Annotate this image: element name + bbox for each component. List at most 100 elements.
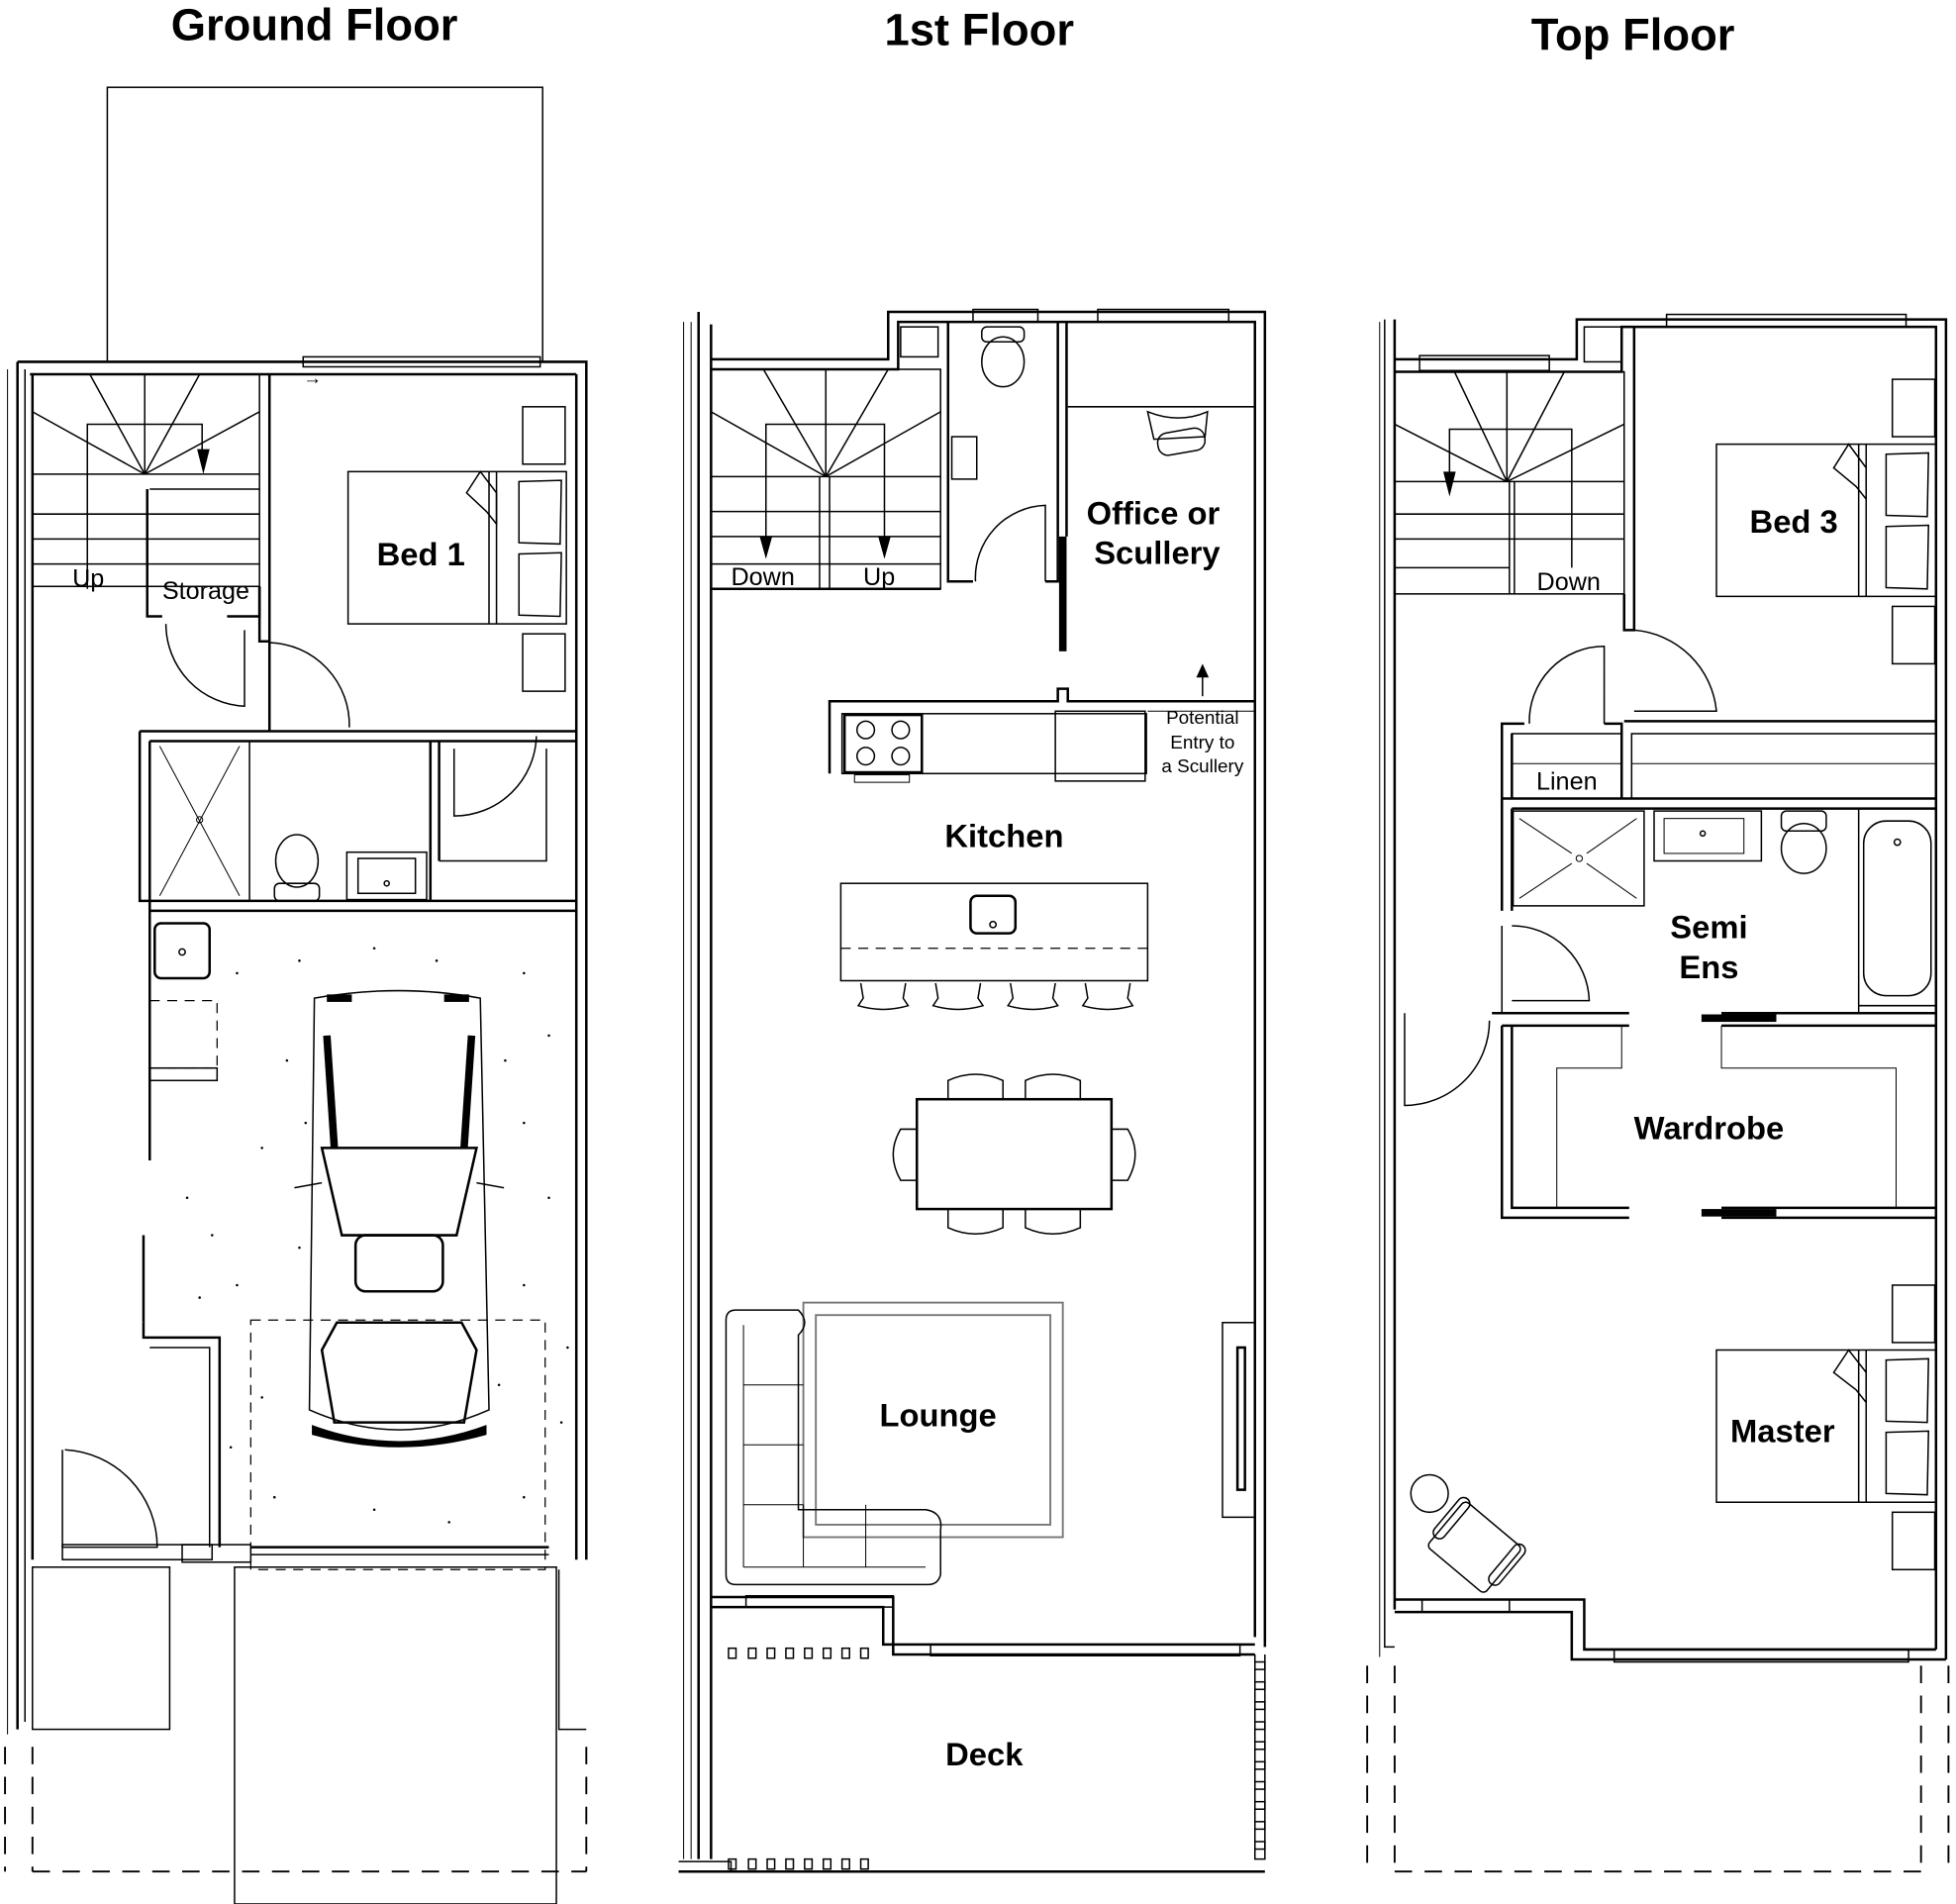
boundary-line bbox=[1366, 1665, 1950, 1873]
door-swing bbox=[1528, 646, 1606, 724]
tv-unit bbox=[1222, 1322, 1256, 1519]
master-bed bbox=[1715, 1349, 1937, 1503]
window bbox=[1665, 313, 1907, 328]
door-swing bbox=[1404, 1013, 1491, 1107]
office-label-line2: Scullery bbox=[1094, 535, 1221, 571]
first-exterior-walls bbox=[683, 308, 1267, 1859]
parking-pad bbox=[106, 86, 543, 363]
door-swing bbox=[269, 642, 350, 728]
top-floor-plan: Top Floor Down bbox=[1366, 9, 1950, 1873]
door-swing bbox=[452, 736, 538, 817]
laundry-tub-icon bbox=[153, 922, 212, 980]
front-door-swing bbox=[61, 1449, 158, 1549]
first-stairs: Down Up bbox=[710, 368, 941, 591]
sliding-door bbox=[929, 1644, 1241, 1656]
wardrobe-room: Wardrobe bbox=[1404, 1011, 1936, 1220]
bed1-room: Bed 1 bbox=[257, 374, 567, 732]
window bbox=[972, 308, 1039, 323]
car-space bbox=[249, 1319, 546, 1570]
sink-icon bbox=[969, 894, 1018, 935]
window bbox=[1420, 1598, 1511, 1613]
stair-arrow-icon bbox=[878, 536, 891, 559]
dining-table bbox=[892, 1073, 1136, 1236]
garage bbox=[142, 910, 569, 1570]
bar-stools bbox=[856, 982, 1134, 1011]
drain-icon bbox=[196, 816, 204, 824]
master-room: Master bbox=[1366, 1284, 1950, 1873]
scullery-note-line3: a Scullery bbox=[1161, 756, 1243, 777]
storage-cupboard bbox=[1630, 733, 1937, 800]
office-chair-icon bbox=[1146, 410, 1209, 456]
vanity-icon bbox=[1653, 810, 1763, 862]
kitchen-bench: Potential Entry to a Scullery bbox=[828, 663, 1255, 783]
cooktop-icon bbox=[842, 713, 924, 774]
office-label-line1: Office or bbox=[1087, 494, 1221, 531]
deck-area: Deck bbox=[678, 1594, 1266, 1873]
ground-entry bbox=[4, 1449, 588, 1904]
rug bbox=[802, 1301, 1064, 1539]
stair-arrow-icon bbox=[759, 536, 773, 559]
car-icon bbox=[294, 989, 505, 1448]
fridge-space bbox=[1054, 710, 1146, 782]
nightstand bbox=[1891, 378, 1936, 438]
first-floor-plan: 1st Floor bbox=[678, 4, 1267, 1873]
first-floor-title: 1st Floor bbox=[884, 4, 1074, 54]
stair-arrow-icon bbox=[197, 449, 210, 474]
ground-floor-title: Ground Floor bbox=[171, 0, 458, 50]
master-label: Master bbox=[1730, 1413, 1835, 1450]
door-swing bbox=[974, 504, 1046, 582]
vanity-icon bbox=[345, 851, 428, 901]
bed1-bed bbox=[346, 470, 567, 625]
toilet-icon bbox=[274, 834, 320, 888]
armchair-icon bbox=[1427, 1496, 1526, 1593]
driveway bbox=[234, 1566, 557, 1904]
shower bbox=[1512, 810, 1645, 907]
balustrade-posts bbox=[728, 1647, 869, 1870]
window bbox=[1097, 308, 1230, 323]
top-floor-title: Top Floor bbox=[1531, 9, 1735, 59]
semi-ens-label-line1: Semi bbox=[1670, 909, 1747, 946]
stairs-down-label: Down bbox=[731, 563, 794, 591]
boundary-line bbox=[4, 1747, 588, 1873]
powder-room bbox=[900, 322, 1059, 583]
bed1-label: Bed 1 bbox=[377, 536, 465, 572]
deck-label: Deck bbox=[945, 1736, 1024, 1772]
sectional-sofa bbox=[725, 1309, 942, 1586]
balustrade-posts-side bbox=[1253, 1660, 1266, 1851]
storage-label: Storage bbox=[162, 577, 249, 605]
bed3-bed bbox=[1715, 443, 1937, 598]
stairs-down-label: Down bbox=[1537, 568, 1601, 596]
bed3-room: Bed 3 bbox=[1622, 327, 1937, 723]
porch bbox=[32, 1566, 171, 1731]
front-door bbox=[61, 1544, 214, 1560]
lounge-label: Lounge bbox=[880, 1396, 997, 1433]
concrete-texture bbox=[185, 947, 569, 1524]
nightstand bbox=[522, 406, 566, 465]
semi-ens-label-line2: Ens bbox=[1679, 949, 1738, 985]
office-room: Office or Scullery bbox=[1058, 322, 1255, 651]
semi-ensuite: Semi Ens bbox=[1501, 797, 1936, 1014]
sliding-door bbox=[1613, 1649, 1909, 1663]
lounge-area: Lounge bbox=[725, 1301, 1256, 1586]
linen-label: Linen bbox=[1536, 768, 1598, 796]
window bbox=[302, 355, 541, 368]
stairs-up-label: Up bbox=[72, 564, 104, 592]
bath-icon bbox=[1862, 820, 1932, 997]
toilet-icon bbox=[981, 336, 1026, 388]
ground-floor-plan: Ground Floor → bbox=[4, 0, 588, 1904]
door-swing bbox=[1512, 925, 1591, 1002]
stairs-up-label: Up bbox=[863, 563, 895, 591]
top-stairs: Down bbox=[1394, 370, 1625, 596]
window bbox=[1418, 354, 1550, 372]
nightstand bbox=[1891, 1511, 1936, 1571]
scullery-note-line2: Entry to bbox=[1170, 733, 1234, 753]
washer-space bbox=[148, 1000, 218, 1069]
nightstand bbox=[1891, 605, 1936, 665]
top-exterior-walls bbox=[1379, 313, 1948, 1660]
nightstand bbox=[522, 633, 566, 692]
arrow-up-icon bbox=[1196, 663, 1210, 678]
bed3-label: Bed 3 bbox=[1750, 503, 1838, 540]
tv-icon bbox=[1235, 1346, 1246, 1491]
scullery-note-line1: Potential bbox=[1166, 708, 1239, 729]
